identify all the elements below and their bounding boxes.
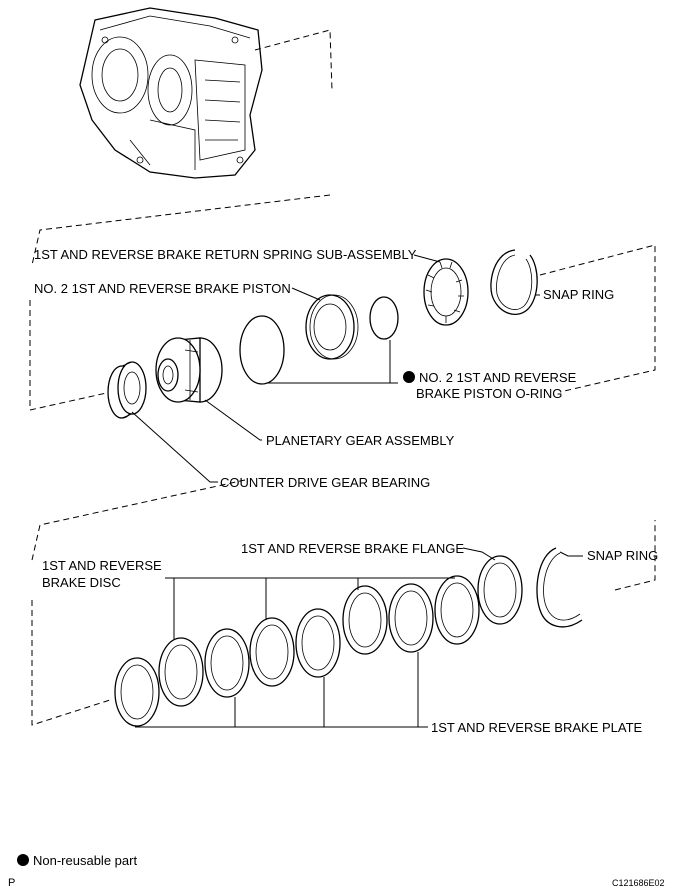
label-oring-line2: BRAKE PISTON O-RING: [416, 386, 562, 401]
brake-plates-and-discs: [114, 555, 523, 727]
leader-lines-lower: [135, 547, 583, 728]
no2-brake-piston: [305, 294, 359, 360]
label-disc-line1: 1ST AND REVERSE: [42, 558, 162, 573]
brake-piston-oring-small: [369, 296, 399, 340]
planetary-gear-assembly: [155, 337, 223, 403]
brake-piston-oring-large: [239, 315, 285, 385]
lower-group-dashed-outline: [31, 479, 656, 726]
label-no2-piston: NO. 2 1ST AND REVERSE BRAKE PISTON: [34, 281, 291, 296]
non-reusable-marker-icon: [403, 371, 415, 383]
label-oring-line1: NO. 2 1ST AND REVERSE: [419, 370, 577, 385]
label-disc-line2: BRAKE DISC: [42, 575, 121, 590]
legend-non-reusable: Non-reusable part: [33, 853, 137, 868]
label-plate: 1ST AND REVERSE BRAKE PLATE: [431, 720, 643, 735]
labels: 1ST AND REVERSE BRAKE RETURN SPRING SUB-…: [34, 247, 658, 735]
label-flange: 1ST AND REVERSE BRAKE FLANGE: [241, 541, 464, 556]
return-spring-sub-assembly: [423, 258, 469, 326]
footer-left-code: P: [8, 877, 15, 889]
transaxle-case-illustration: [79, 7, 263, 179]
label-snap-ring-upper: SNAP RING: [543, 287, 614, 302]
label-planetary: PLANETARY GEAR ASSEMBLY: [266, 433, 455, 448]
snap-ring-upper-part: [490, 249, 538, 315]
label-snap-ring-lower: SNAP RING: [587, 548, 658, 563]
non-reusable-legend-icon: [17, 854, 29, 866]
label-return-spring: 1ST AND REVERSE BRAKE RETURN SPRING SUB-…: [34, 247, 417, 262]
upper-group-dashed-outline: [29, 29, 656, 411]
counter-drive-gear-bearing: [107, 361, 147, 419]
label-counter-bearing: COUNTER DRIVE GEAR BEARING: [220, 475, 430, 490]
snap-ring-lower-part: [536, 547, 583, 628]
leader-lines-upper: [131, 254, 540, 483]
figure-code: C121686E02: [612, 878, 665, 888]
legend: Non-reusable part: [17, 853, 137, 868]
